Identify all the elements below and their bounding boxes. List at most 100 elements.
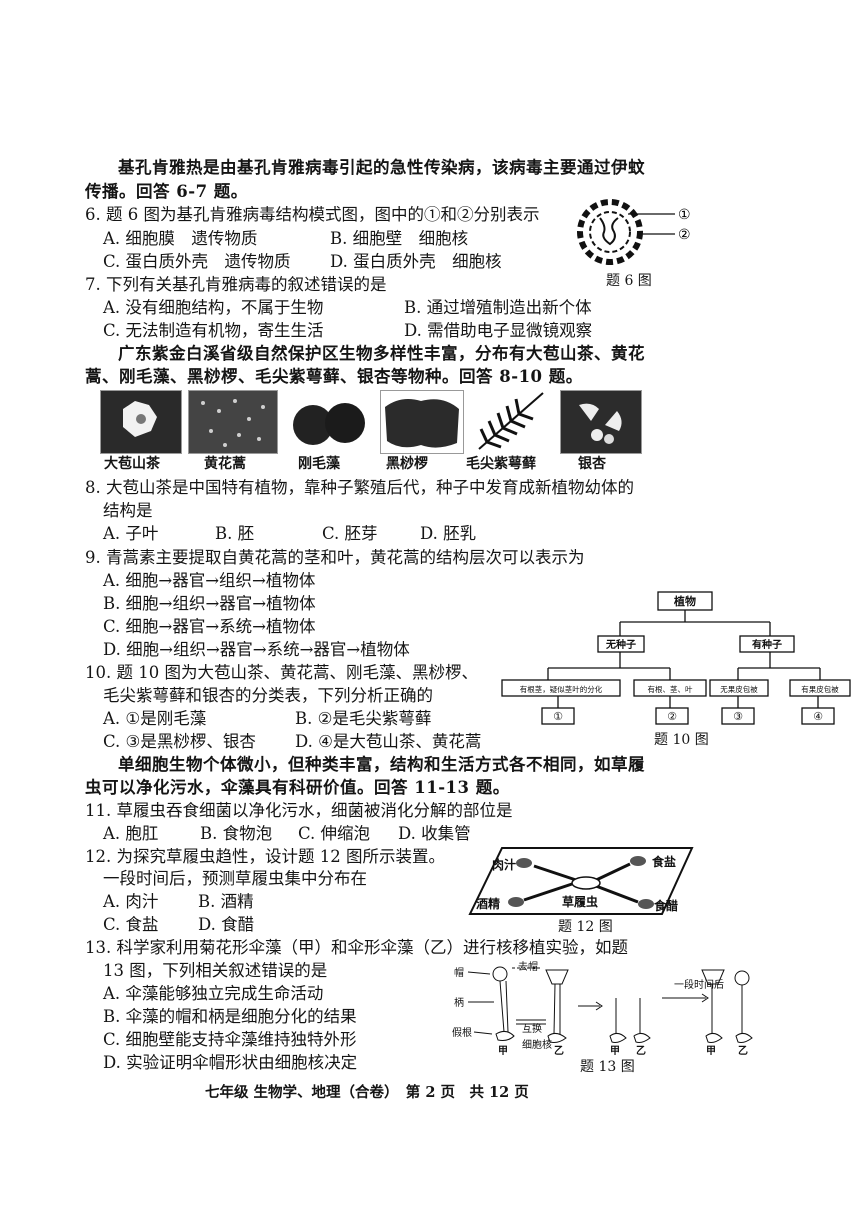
label-rhizoid: 假根 bbox=[452, 1026, 472, 1039]
label-nucleus: 细胞核 bbox=[522, 1038, 552, 1051]
virus-capsid bbox=[577, 199, 643, 265]
question-12-stem-line1: 12. 为探究草履虫趋性，设计题 12 图所示装置。 bbox=[85, 847, 445, 866]
tree-mark-1: ① bbox=[553, 710, 563, 723]
figure-10-classification-tree: 植物 无种子 有种子 有根茎，疑似茎叶的分化 有根、茎、叶 无果皮包被 有果皮包… bbox=[501, 591, 851, 725]
label-salt: 食盐 bbox=[651, 854, 676, 869]
question-11-stem: 11. 草履虫吞食细菌以净化污水，细菌被消化分解的部位是 bbox=[85, 801, 513, 820]
q9-option-d: D. 细胞→组织→器官→系统→器官→植物体 bbox=[103, 640, 410, 659]
q7-option-a: A. 没有细胞结构，不属于生物 bbox=[103, 298, 324, 317]
label-paramecium: 草履虫 bbox=[562, 894, 598, 909]
name-jia-2: 甲 bbox=[610, 1045, 620, 1057]
species-label-ginkgo: 银杏 bbox=[578, 456, 606, 472]
virus-inner-ring bbox=[589, 211, 631, 253]
node-with-seeds bbox=[739, 635, 795, 653]
passage-virus-line1: 基孔肯雅热是由基孔肯雅病毒引起的急性传染病，该病毒主要通过伊蚊 bbox=[118, 158, 645, 177]
q8-option-b: B. 胚 bbox=[215, 524, 255, 543]
label-1: ① bbox=[678, 207, 691, 223]
q12-option-b: B. 酒精 bbox=[198, 892, 254, 911]
name-jia-1: 甲 bbox=[498, 1045, 508, 1057]
tree-root-label: 植物 bbox=[673, 594, 696, 608]
drop-salt bbox=[630, 856, 646, 866]
paramecium-drop bbox=[571, 876, 601, 890]
q10-option-c: C. ③是黑桫椤、银杏 bbox=[103, 732, 256, 751]
photo-ginkgo bbox=[560, 390, 642, 454]
species-label-cladophora: 刚毛藻 bbox=[298, 456, 340, 472]
question-8-stem-line2: 结构是 bbox=[103, 501, 153, 520]
label-vinegar: 食醋 bbox=[653, 898, 678, 913]
q13-option-a: A. 伞藻能够独立完成生命活动 bbox=[103, 984, 324, 1003]
name-yi-1: 乙 bbox=[554, 1045, 564, 1057]
q9-option-a: A. 细胞→器官→组织→植物体 bbox=[103, 571, 316, 590]
question-12-stem-line2: 一段时间后，预测草履虫集中分布在 bbox=[103, 869, 367, 888]
tree-left-label: 无种子 bbox=[605, 638, 636, 651]
tree-leaf-label-1: 有根茎，疑似茎叶的分化 bbox=[520, 684, 603, 694]
photo-tree-fern bbox=[380, 390, 464, 454]
node-leaf-4 bbox=[789, 679, 851, 697]
node-mark-3 bbox=[721, 707, 755, 725]
passage-virus-line2: 传播。回答 6-7 题。 bbox=[85, 182, 248, 201]
q13-option-b: B. 伞藻的帽和柄是细胞分化的结果 bbox=[103, 1007, 357, 1026]
label-broth: 肉汁 bbox=[492, 857, 516, 872]
cap-umbrella-right bbox=[545, 969, 569, 985]
species-label-camellia: 大苞山茶 bbox=[104, 456, 160, 472]
node-mark-1 bbox=[541, 707, 575, 725]
photo-artemisia bbox=[188, 390, 278, 454]
name-jia-3: 甲 bbox=[706, 1045, 716, 1057]
q8-option-d: D. 胚乳 bbox=[420, 524, 477, 543]
q7-option-d: D. 需借助电子显微镜观察 bbox=[404, 321, 593, 340]
label-2: ② bbox=[678, 227, 691, 243]
node-leaf-3 bbox=[709, 679, 769, 697]
q9-option-c: C. 细胞→器官→系统→植物体 bbox=[103, 617, 316, 636]
passage-unicellular-line2: 虫可以净化污水，伞藻具有科研价值。回答 11-13 题。 bbox=[85, 778, 510, 797]
rhizoid-jia bbox=[495, 1030, 515, 1041]
drop-alcohol bbox=[508, 897, 524, 907]
figure-13-caption: 题 13 图 bbox=[580, 1059, 635, 1075]
regrown-cap-yi bbox=[734, 970, 750, 986]
question-8-stem-line1: 8. 大苞山茶是中国特有植物，靠种子繁殖后代，种子中发育成新植物幼体的 bbox=[85, 478, 634, 497]
q10-option-a: A. ①是刚毛藻 bbox=[103, 709, 207, 728]
q13-option-c: C. 细胞壁能支持伞藻维持独特外形 bbox=[103, 1030, 357, 1049]
q8-option-a: A. 子叶 bbox=[103, 524, 159, 543]
tree-leaf-label-2: 有根、茎、叶 bbox=[648, 684, 693, 694]
tree-mark-4: ④ bbox=[813, 710, 823, 723]
q6-option-a: A. 细胞膜 遗传物质 bbox=[103, 229, 258, 248]
label-remove-cap: 去帽 bbox=[518, 960, 538, 973]
q8-option-c: C. 胚芽 bbox=[322, 524, 378, 543]
q13-option-d: D. 实验证明伞帽形状由细胞核决定 bbox=[103, 1053, 358, 1072]
passage-unicellular-line1: 单细胞生物个体微小，但种类丰富，结构和生活方式各不相同，如草履 bbox=[118, 755, 645, 774]
figure-6-caption: 题 6 图 bbox=[606, 273, 652, 289]
q11-option-d: D. 收集管 bbox=[398, 824, 471, 843]
label-swap: 互换 bbox=[522, 1022, 542, 1035]
question-6-stem: 6. 题 6 图为基孔肯雅病毒结构模式图，图中的①和②分别表示 bbox=[85, 205, 540, 224]
question-7-stem: 7. 下列有关基孔肯雅病毒的叙述错误的是 bbox=[85, 275, 387, 294]
q7-option-b: B. 通过增殖制造出新个体 bbox=[404, 298, 592, 317]
node-leaf-1 bbox=[501, 679, 621, 697]
figure-12-caption: 题 12 图 bbox=[558, 919, 613, 935]
q6-option-d: D. 蛋白质外壳 细胞核 bbox=[330, 252, 502, 271]
tree-mark-3: ③ bbox=[733, 710, 743, 723]
question-13-stem-line1: 13. 科学家利用菊花形伞藻（甲）和伞形伞藻（乙）进行核移植实验，如题 bbox=[85, 938, 628, 957]
q9-option-b: B. 细胞→组织→器官→植物体 bbox=[103, 594, 316, 613]
cap-flower-left bbox=[492, 966, 508, 982]
q11-option-a: A. 胞肛 bbox=[103, 824, 159, 843]
question-9-stem: 9. 青蒿素主要提取自黄花蒿的茎和叶，黄花蒿的结构层次可以表示为 bbox=[85, 548, 585, 567]
q6-option-b: B. 细胞壁 细胞核 bbox=[330, 229, 469, 248]
species-label-tree-fern: 黑桫椤 bbox=[386, 456, 428, 472]
figure-13-acetabularia: 帽 柄 假根 去帽 互换 细胞核 一段时间后 甲 bbox=[452, 960, 753, 1057]
node-mark-4 bbox=[801, 707, 835, 725]
species-label-moss: 毛尖紫萼藓 bbox=[466, 456, 536, 472]
q10-option-b: B. ②是毛尖紫萼藓 bbox=[295, 709, 432, 728]
q10-option-d: D. ④是大苞山茶、黄花蒿 bbox=[295, 732, 482, 751]
name-yi-3: 乙 bbox=[738, 1045, 748, 1057]
figure-12-apparatus: 肉汁 食盐 酒精 草履虫 食醋 bbox=[468, 847, 694, 915]
photo-camellia bbox=[100, 390, 182, 454]
species-label-artemisia: 黄花蒿 bbox=[204, 456, 246, 472]
page-footer: 七年级 生物学、地理（合卷） 第 2 页 共 12 页 bbox=[205, 1084, 529, 1101]
q12-option-c: C. 食盐 bbox=[103, 915, 159, 934]
q6-option-c: C. 蛋白质外壳 遗传物质 bbox=[103, 252, 291, 271]
tree-mark-2: ② bbox=[667, 710, 677, 723]
tree-leaf-label-4: 有果皮包被 bbox=[801, 684, 839, 694]
node-mark-2 bbox=[655, 707, 689, 725]
drop-broth bbox=[516, 858, 532, 868]
q11-option-c: C. 伸缩泡 bbox=[298, 824, 371, 843]
